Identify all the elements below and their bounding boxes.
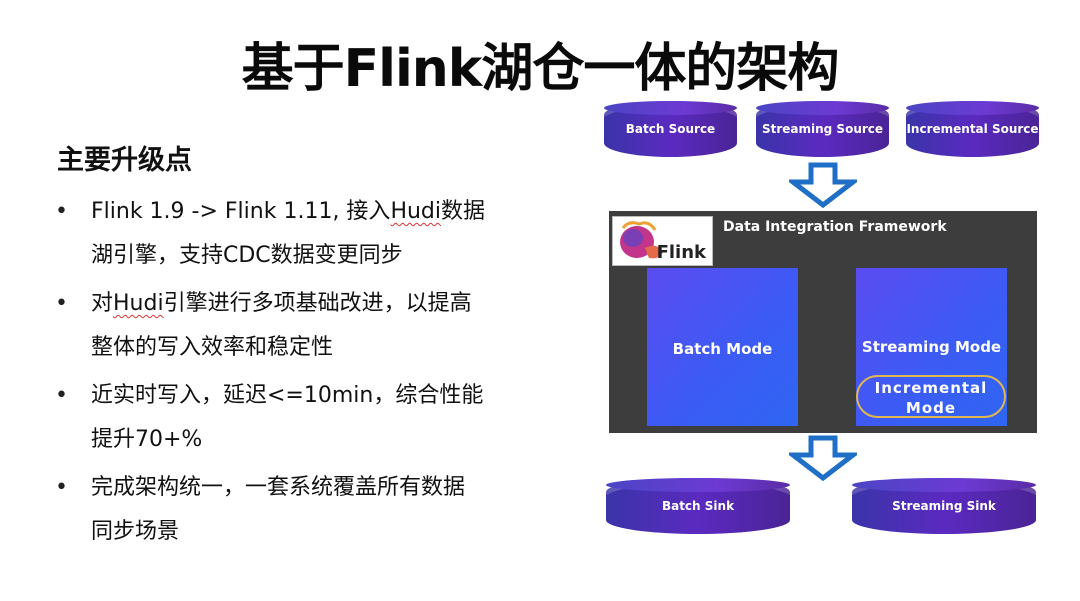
- bullet-line: 整体的写入效率和稳定性: [91, 335, 334, 360]
- framework-title: Data Integration Framework: [723, 219, 947, 235]
- bullet-text: 完成架构统一，一套系统覆盖所有数据 同步场景: [91, 466, 545, 554]
- incremental-mode-badge: Incremental Mode: [856, 375, 1006, 418]
- incremental-mode-line: Incremental: [874, 379, 988, 397]
- down-arrow-icon: [789, 435, 857, 481]
- bullet-line: 近实时写入，延迟<=10min，综合性能: [91, 383, 484, 408]
- list-item: • 近实时写入，延迟<=10min，综合性能 提升70+%: [55, 374, 545, 462]
- bullet-text: 近实时写入，延迟<=10min，综合性能 提升70+%: [91, 374, 545, 462]
- bullet-line: 湖引擎，支持CDC数据变更同步: [91, 243, 403, 268]
- section-heading: 主要升级点: [57, 145, 192, 176]
- batch-source-node: Batch Source: [604, 101, 737, 157]
- flink-logo: Flink: [612, 216, 713, 266]
- batch-mode-box: Batch Mode: [647, 268, 798, 426]
- bullet-line-text: Flink 1.9 -> Flink 1.11, 接入Hudi数据: [91, 199, 486, 224]
- streaming-mode-label: Streaming Mode: [861, 338, 1002, 356]
- list-item: • 完成架构统一，一套系统覆盖所有数据 同步场景: [55, 466, 545, 554]
- streaming-mode-box: Streaming Mode: [856, 268, 1007, 426]
- incremental-source-label: Incremental Source: [906, 122, 1039, 136]
- bullet-text: 对Hudi引擎进行多项基础改进，以提高 整体的写入效率和稳定性: [91, 282, 545, 370]
- streaming-source-node: Streaming Source: [756, 101, 889, 157]
- bullet-line: 同步场景: [91, 519, 180, 544]
- streaming-sink-node: Streaming Sink: [852, 478, 1036, 534]
- list-item: • 对Hudi引擎进行多项基础改进，以提高 整体的写入效率和稳定性: [55, 282, 545, 370]
- list-item: • Flink 1.9 -> Flink 1.11, 接入Hudi数据 湖引擎，…: [55, 190, 545, 278]
- bullet-line: 对Hudi引擎进行多项基础改进，以提高: [91, 291, 472, 316]
- bullet-line: Flink 1.9 -> Flink 1.11, 接入Hudi数据: [91, 190, 545, 234]
- bullet-marker: •: [55, 475, 68, 500]
- batch-mode-label: Batch Mode: [672, 340, 773, 358]
- flink-squirrel-icon: [620, 221, 663, 259]
- bullet-marker: •: [55, 291, 68, 316]
- spellcheck-underline: Hudi: [113, 291, 164, 316]
- streaming-source-label: Streaming Source: [761, 122, 884, 136]
- incremental-mode-line: Mode: [905, 399, 957, 417]
- bullet-text: Flink 1.9 -> Flink 1.11, 接入Hudi数据 湖引擎，支持…: [91, 190, 545, 278]
- flink-logo-text: Flink: [656, 242, 706, 263]
- bullet-marker: •: [55, 383, 68, 408]
- incremental-source-node: Incremental Source: [906, 101, 1039, 157]
- batch-sink-label: Batch Sink: [661, 499, 735, 513]
- bullet-line: 提升70+%: [91, 427, 203, 452]
- streaming-sink-label: Streaming Sink: [892, 499, 996, 513]
- batch-source-label: Batch Source: [625, 122, 716, 136]
- down-arrow-icon: [789, 162, 857, 208]
- bullet-marker: •: [55, 199, 68, 224]
- batch-sink-node: Batch Sink: [606, 478, 790, 534]
- bullet-list: • Flink 1.9 -> Flink 1.11, 接入Hudi数据 湖引擎，…: [55, 190, 545, 558]
- page-title: 基于Flink湖仓一体的架构: [241, 39, 840, 99]
- spellcheck-underline: Hudi: [390, 199, 442, 224]
- bullet-line: 完成架构统一，一套系统覆盖所有数据: [91, 475, 466, 500]
